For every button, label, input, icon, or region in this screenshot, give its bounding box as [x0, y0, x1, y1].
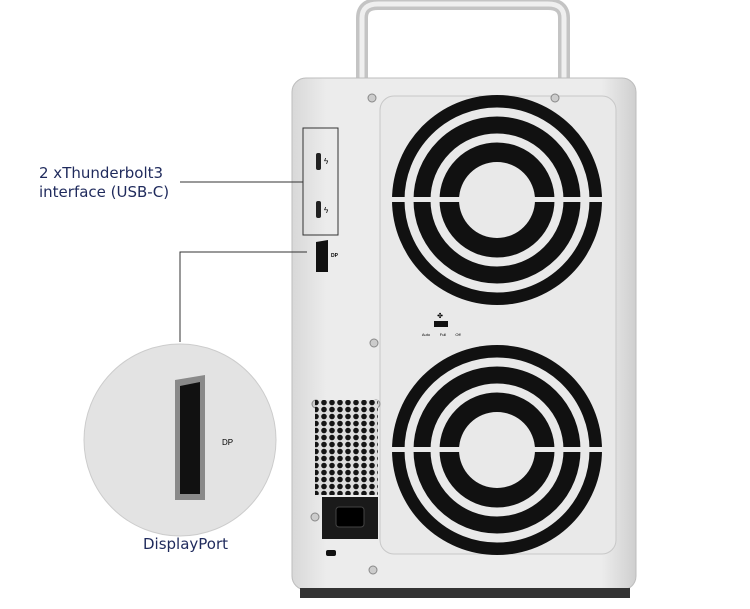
- displayport-zoom-view: DP: [83, 343, 277, 537]
- thunderbolt-callout-line1: 2 xThunderbolt3: [39, 164, 164, 182]
- zoom-dp-label: DP: [222, 438, 233, 447]
- displayport-port[interactable]: [316, 240, 328, 272]
- thunderbolt-callout-line2: interface (USB-C): [39, 183, 170, 201]
- fan-bottom: [392, 345, 602, 555]
- fan-speed-switch[interactable]: ✤ Auto Full Off: [422, 312, 462, 337]
- displayport-callout-line: [179, 251, 307, 342]
- svg-text:✤: ✤: [437, 312, 443, 320]
- kensington-lock-slot: [326, 550, 336, 556]
- chassis-foot: [300, 588, 630, 598]
- dp-port-label: DP: [331, 253, 339, 259]
- switch-off-label: Off: [455, 332, 461, 337]
- displayport-callout: DisplayPort: [143, 535, 229, 553]
- screws: [310, 93, 560, 575]
- usb-c-port-1[interactable]: [316, 153, 321, 170]
- usb-c-port-2[interactable]: [316, 201, 321, 218]
- thunderbolt-icon: ϟ: [324, 157, 329, 166]
- thunderbolt-callout: 2 xThunderbolt3 interface (USB-C): [39, 164, 169, 202]
- carry-handle: [356, 0, 570, 85]
- switch-full-label: Full: [440, 332, 447, 337]
- fan-top: [392, 95, 602, 305]
- power-supply: [315, 400, 378, 556]
- switch-auto-label: Auto: [422, 332, 431, 337]
- thunderbolt-icon: ϟ: [324, 206, 329, 215]
